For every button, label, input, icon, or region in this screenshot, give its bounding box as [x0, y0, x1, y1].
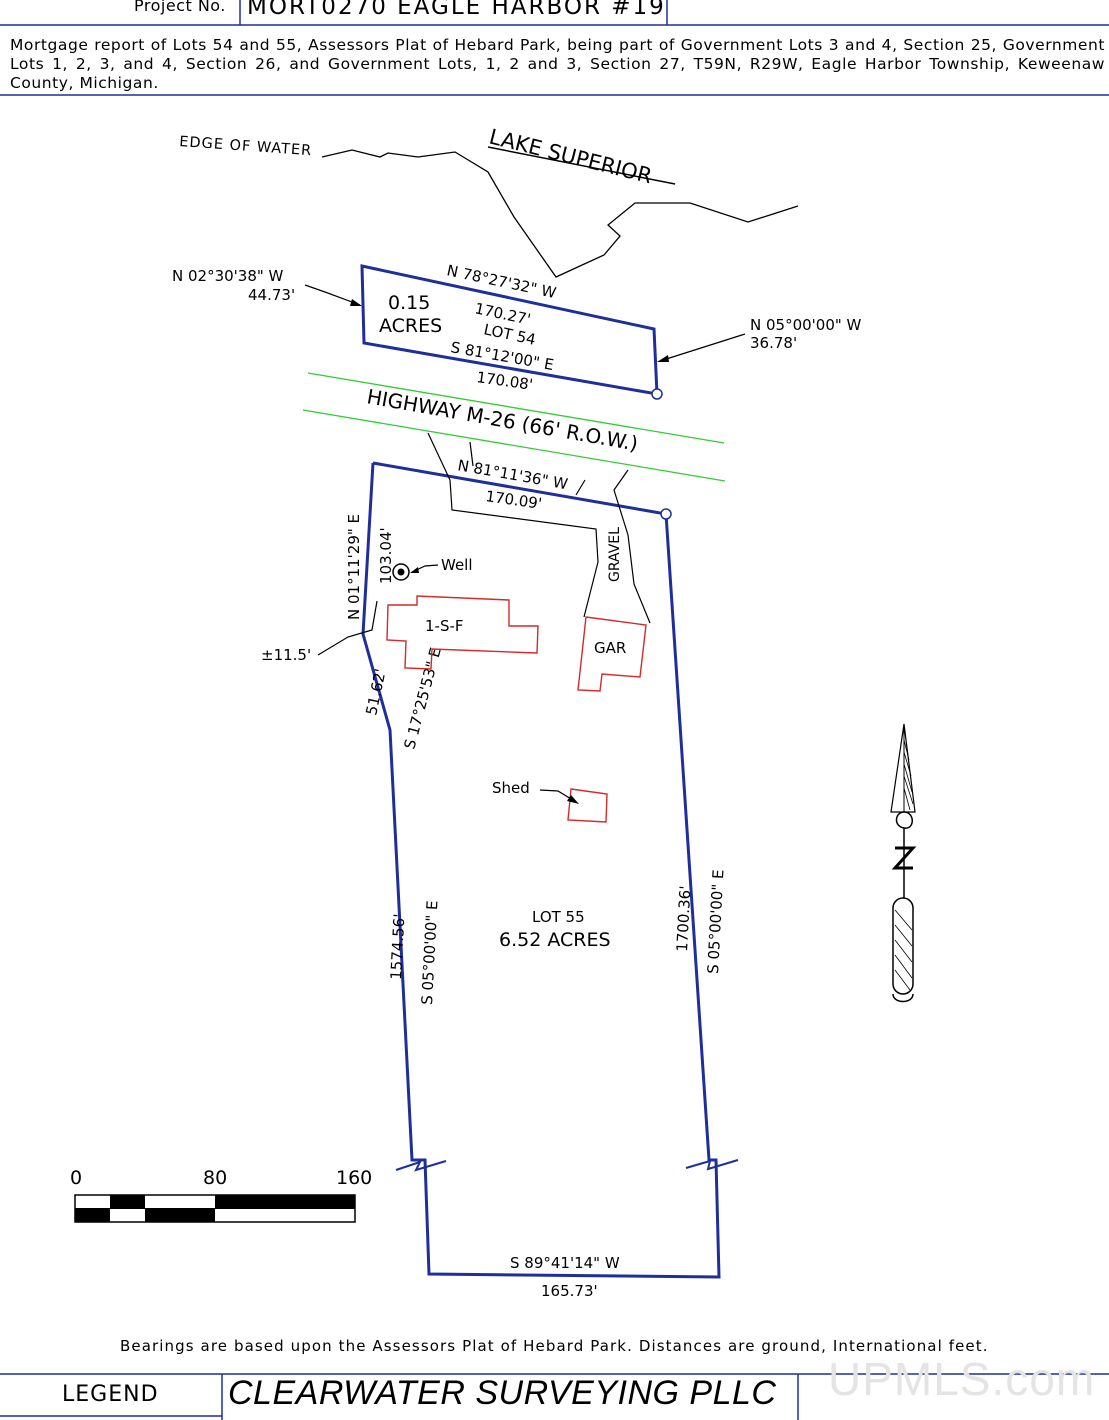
shed-label: Shed: [492, 779, 530, 797]
break-symbol: [395, 1160, 447, 1172]
leader-arrow-icon: [350, 299, 362, 306]
scale-bar: [74, 1194, 356, 1223]
leader-arrow-icon: [567, 795, 579, 804]
driveway-edge: [427, 432, 599, 618]
lot-54-acres-unit: ACRES: [379, 315, 442, 337]
lot-54-south-bearing: S 81°12'00" E: [449, 338, 555, 374]
house-footprint: [386, 595, 539, 670]
well-center-icon: [397, 568, 405, 576]
leader-line: [575, 479, 586, 496]
row-line-south: [302, 409, 726, 482]
lot-55-west-mid-bearing: S 17°25'53" E: [400, 646, 444, 751]
house-label: 1-S-F: [425, 617, 464, 635]
project-number-label: Project No.: [134, 0, 226, 15]
lot-55-corner-pin: [660, 508, 672, 520]
lot-55-west-lower-distance: 1574.56': [387, 913, 408, 980]
driveway-edge: [613, 469, 651, 624]
gravel-label: GRAVEL: [607, 527, 623, 582]
north-arrow-icon: [890, 723, 917, 1003]
lot-55-east-bearing: S 05°00'00" E: [704, 869, 727, 974]
water-edge-line: [321, 149, 799, 278]
lake-underline: [487, 146, 676, 185]
lake-superior-label: LAKE SUPERIOR: [487, 125, 655, 189]
lot-55-south-distance: 165.73': [541, 1282, 598, 1300]
watermark: UPMLS.com: [828, 1353, 1096, 1405]
lot-54-west-distance: 44.73': [248, 286, 295, 304]
scale-tick-80: 80: [203, 1167, 227, 1189]
leader-arrow-icon: [657, 355, 669, 362]
lot-54-east-bearing: N 05°00'00" W: [750, 316, 862, 334]
well-label: Well: [441, 556, 473, 574]
lot-55-west-lower-bearing: S 05°00'00" E: [418, 900, 441, 1005]
garage-footprint: [577, 616, 647, 692]
lot-55-name: LOT 55: [532, 908, 585, 926]
lot-54-east-distance: 36.78': [750, 334, 797, 352]
lot-54-corner-pin: [651, 388, 663, 400]
garage-label: GAR: [594, 639, 626, 657]
lot-55-acres: 6.52 ACRES: [499, 929, 611, 951]
highway-label: HIGHWAY M-26 (66' R.O.W.): [365, 384, 640, 455]
shed-footprint: [567, 788, 608, 823]
lot-55-south-bearing: S 89°41'14" W: [510, 1254, 620, 1272]
project-number-value: MORT0270 EAGLE HARBOR #19: [247, 0, 666, 20]
leader-arrow-icon: [410, 567, 419, 573]
bearing-basis-note: Bearings are based upon the Assessors Pl…: [120, 1337, 989, 1355]
lot-55-boundary: [361, 461, 721, 1279]
lot-55-west-upper-bearing: N 01°11'29" E: [345, 514, 363, 620]
scale-tick-0: 0: [70, 1167, 82, 1189]
lot-55-east-distance: 1700.36': [673, 885, 694, 952]
leader-line: [469, 441, 474, 467]
scale-tick-160: 160: [336, 1167, 372, 1189]
report-description: Mortgage report of Lots 54 and 55, Asses…: [10, 36, 1105, 92]
lot-55-west-offset: ±11.5': [261, 646, 311, 664]
leader-line: [659, 333, 746, 362]
edge-of-water-label: EDGE OF WATER: [179, 134, 313, 159]
lot-54-west-bearing: N 02°30'38" W: [172, 267, 284, 285]
leader-line: [317, 600, 378, 656]
company-name: CLEARWATER SURVEYING PLLC: [228, 1374, 777, 1412]
legend-label: LEGEND: [62, 1382, 159, 1407]
lot-55-west-upper-distance: 103.04': [377, 527, 395, 584]
row-line-north: [307, 372, 725, 444]
leader-line: [304, 284, 361, 306]
lot-54-acres-value: 0.15: [388, 292, 430, 314]
break-symbol: [685, 1159, 739, 1171]
